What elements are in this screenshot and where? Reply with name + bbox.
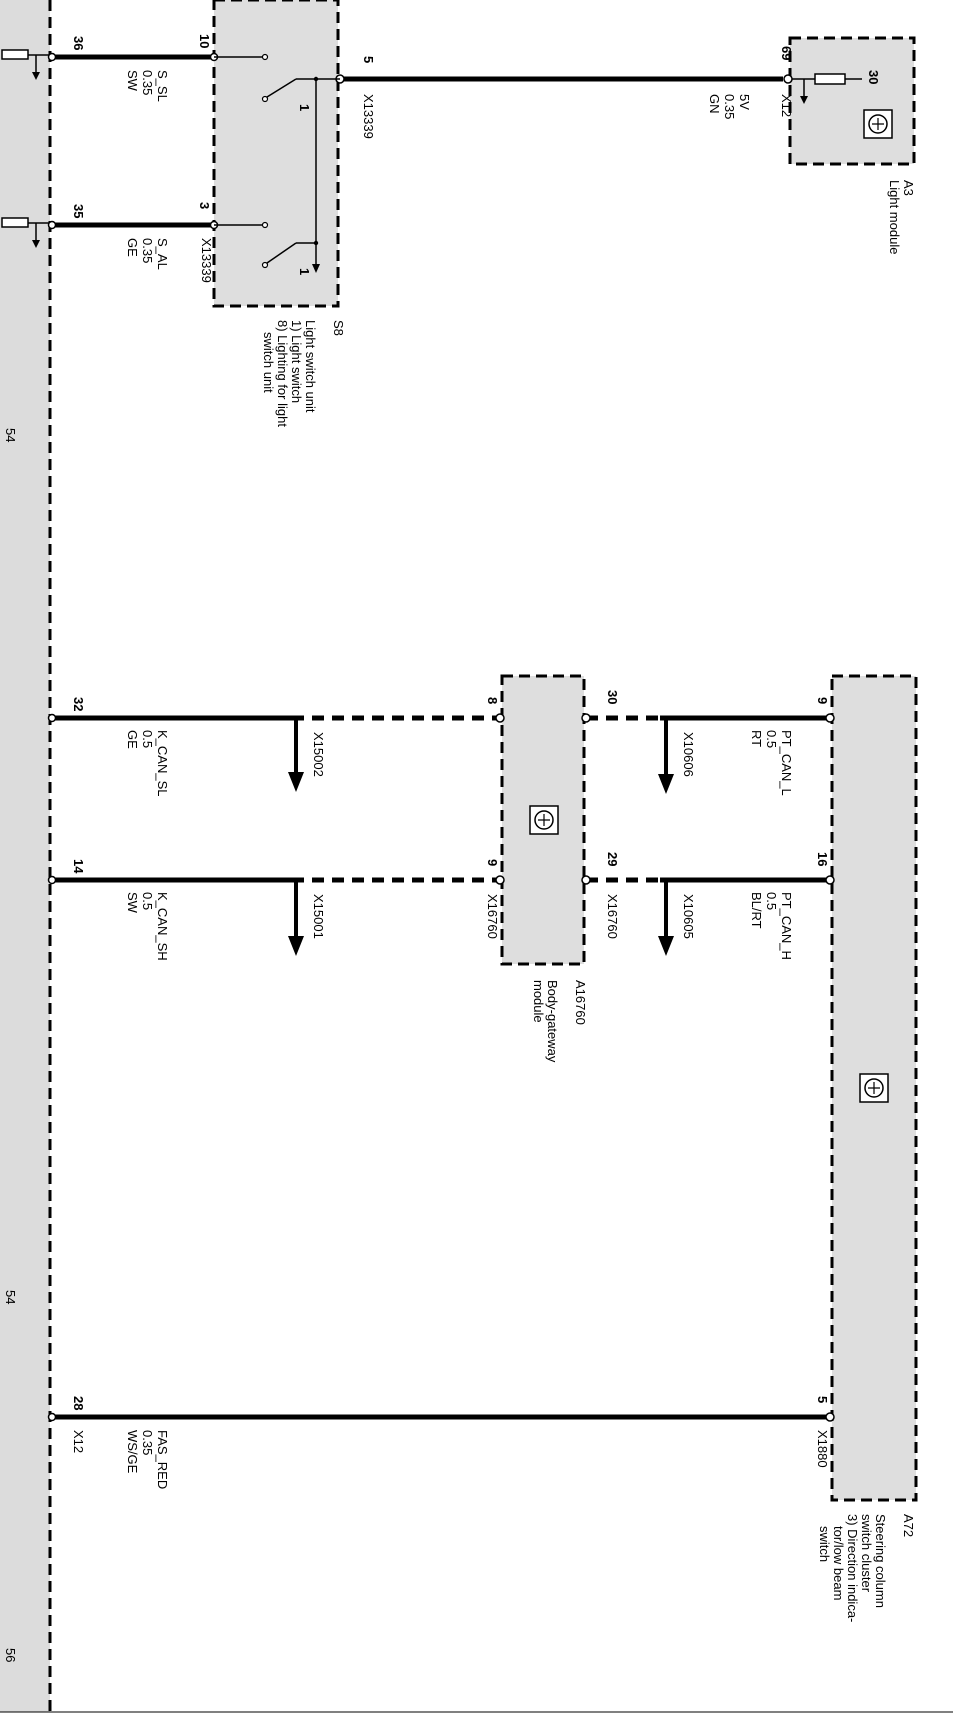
svg-text:0.5: 0.5 bbox=[140, 892, 155, 910]
svg-text:K_CAN_SH: K_CAN_SH bbox=[155, 892, 170, 961]
svg-text:PT_CAN_H: PT_CAN_H bbox=[779, 892, 794, 960]
svg-text:tor/low beam: tor/low beam bbox=[831, 1526, 846, 1600]
pin-label: 16 bbox=[815, 852, 830, 866]
svg-text:SW: SW bbox=[125, 892, 140, 914]
wire-label-s-al: S_AL 0.35 GE bbox=[125, 238, 170, 270]
wire-label-k-can-sh: K_CAN_SH 0.5 SW bbox=[125, 892, 170, 961]
wire-label-fas-red: FAS_RED 0.35 WS/GE bbox=[125, 1430, 170, 1489]
svg-text:0.35: 0.35 bbox=[140, 238, 155, 263]
svg-text:Body-gateway: Body-gateway bbox=[545, 980, 560, 1063]
left-pin-nodes bbox=[47, 52, 57, 1422]
splice-x15001 bbox=[288, 880, 304, 956]
pin-label: 14 bbox=[71, 859, 86, 874]
svg-text:SW: SW bbox=[125, 70, 140, 92]
splice-label: X10605 bbox=[681, 894, 696, 939]
pin-label: 28 bbox=[71, 1396, 86, 1410]
svg-text:PT_CAN_L: PT_CAN_L bbox=[779, 730, 794, 796]
pin-label: 32 bbox=[71, 697, 86, 711]
wire-label-5v: 5V 0.35 GN bbox=[707, 94, 752, 119]
pin-label: 9 bbox=[815, 697, 830, 704]
switch-number: 1 bbox=[297, 104, 312, 111]
connector-label: X16760 bbox=[605, 894, 620, 939]
svg-text:module: module bbox=[531, 980, 546, 1023]
connector-label: X16760 bbox=[485, 894, 500, 939]
a72-steering-column-switch-cluster bbox=[825, 674, 918, 1502]
terminal-label: 30 bbox=[866, 70, 881, 84]
svg-text:K_CAN_SL: K_CAN_SL bbox=[155, 730, 170, 796]
svg-text:0.5: 0.5 bbox=[140, 730, 155, 748]
svg-text:8) Lighting for light: 8) Lighting for light bbox=[275, 320, 290, 427]
connector-label: X13339 bbox=[199, 238, 214, 283]
svg-text:0.35: 0.35 bbox=[140, 1430, 155, 1455]
svg-text:BL/RT: BL/RT bbox=[749, 892, 764, 929]
connector-label: X12 bbox=[71, 1430, 86, 1453]
svg-text:A3: A3 bbox=[901, 180, 916, 196]
s8-description: S8 Light switch unit 1) Light switch 8) … bbox=[261, 320, 346, 427]
svg-text:switch unit: switch unit bbox=[261, 332, 276, 393]
connector-label: X13339 bbox=[361, 94, 376, 139]
pin-label: 36 bbox=[71, 36, 86, 50]
svg-text:0.35: 0.35 bbox=[140, 70, 155, 95]
a3-light-module bbox=[783, 36, 916, 166]
pin-label: 5 bbox=[361, 56, 376, 63]
connector-label: X12 bbox=[779, 94, 794, 117]
a16760-body-gateway-module bbox=[495, 674, 591, 966]
wire-label-pt-can-l: PT_CAN_L 0.5 RT bbox=[749, 730, 794, 796]
svg-text:S8: S8 bbox=[331, 320, 346, 336]
svg-text:A16760: A16760 bbox=[573, 980, 588, 1025]
pin-label: 35 bbox=[71, 204, 86, 218]
switch-number: 1 bbox=[297, 268, 312, 275]
pin-label: 8 bbox=[485, 697, 500, 704]
wire-label-k-can-sl: K_CAN_SL 0.5 GE bbox=[125, 730, 170, 796]
pin-label: 3 bbox=[197, 202, 212, 209]
splice-x15002 bbox=[288, 718, 304, 792]
svg-text:S_AL: S_AL bbox=[155, 238, 170, 270]
svg-text:WS/GE: WS/GE bbox=[125, 1430, 140, 1474]
page-mark: 54 bbox=[3, 1290, 18, 1304]
splice-label: X15001 bbox=[311, 894, 326, 939]
svg-text:switch: switch bbox=[817, 1526, 832, 1562]
svg-text:A72: A72 bbox=[901, 1514, 916, 1537]
page-mark: 54 bbox=[3, 428, 18, 442]
svg-text:0.35: 0.35 bbox=[722, 94, 737, 119]
a16760-description: A16760 Body-gateway module bbox=[531, 980, 588, 1063]
svg-text:RT: RT bbox=[749, 730, 764, 747]
svg-text:1) Light switch: 1) Light switch bbox=[289, 320, 304, 403]
a72-description: A72 Steering column switch cluster 3) Di… bbox=[817, 1514, 916, 1622]
svg-text:GE: GE bbox=[125, 238, 140, 257]
svg-text:GN: GN bbox=[707, 94, 722, 114]
svg-text:3) Direction indica-: 3) Direction indica- bbox=[845, 1514, 860, 1622]
s8-light-switch-unit bbox=[209, 0, 345, 308]
svg-text:0.5: 0.5 bbox=[764, 730, 779, 748]
pin-label: 5 bbox=[815, 1396, 830, 1403]
svg-text:Light module: Light module bbox=[887, 180, 902, 254]
splice-x10605 bbox=[658, 880, 674, 956]
svg-text:FAS_RED: FAS_RED bbox=[155, 1430, 170, 1489]
splice-x10606 bbox=[658, 718, 674, 794]
svg-text:5V: 5V bbox=[737, 94, 752, 110]
pin-label: 30 bbox=[605, 690, 620, 704]
pin-label: 69 bbox=[779, 46, 794, 60]
svg-text:Steering column: Steering column bbox=[873, 1514, 888, 1608]
svg-text:Light switch unit: Light switch unit bbox=[303, 320, 318, 413]
splice-label: X15002 bbox=[311, 732, 326, 777]
page-mark: 56 bbox=[3, 1648, 18, 1662]
svg-text:switch cluster: switch cluster bbox=[859, 1514, 874, 1593]
pin-label: 9 bbox=[485, 859, 500, 866]
svg-text:GE: GE bbox=[125, 730, 140, 749]
svg-text:0.5: 0.5 bbox=[764, 892, 779, 910]
a3-description: A3 Light module bbox=[887, 180, 916, 254]
pin-label: 10 bbox=[197, 34, 212, 48]
wire-label-s-sl: S_SL 0.35 SW bbox=[125, 70, 170, 102]
pin-label: 29 bbox=[605, 852, 620, 866]
connector-label: X1880 bbox=[815, 1430, 830, 1468]
splice-label: X10606 bbox=[681, 732, 696, 777]
page-marks: 54 54 56 bbox=[3, 428, 18, 1662]
wire-label-pt-can-h: PT_CAN_H 0.5 BL/RT bbox=[749, 892, 794, 960]
svg-text:S_SL: S_SL bbox=[155, 70, 170, 102]
